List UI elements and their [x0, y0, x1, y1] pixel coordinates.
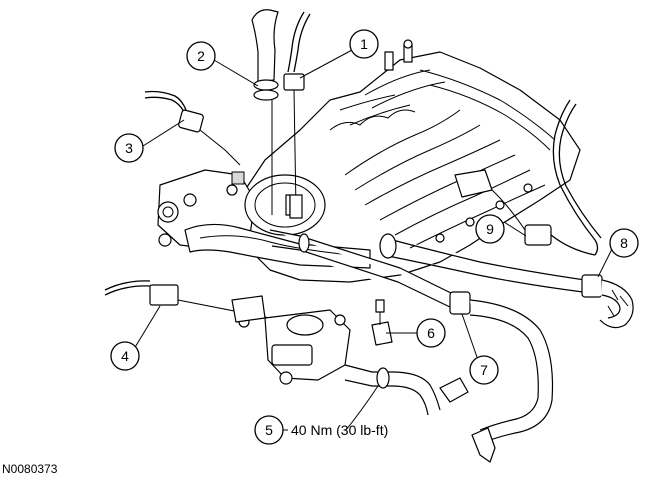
egr-tube	[344, 364, 469, 416]
callout-2: 2	[186, 41, 216, 71]
torque-spec-label: 40 Nm (30 lb-ft)	[291, 422, 389, 438]
egr-valve	[231, 295, 351, 385]
callout-7: 7	[469, 355, 499, 385]
callout-number: 8	[620, 235, 628, 251]
vacuum-hose-7	[269, 229, 554, 463]
callout-9: 9	[475, 214, 505, 244]
callout-6: 6	[416, 318, 446, 348]
callout-8: 8	[609, 228, 639, 258]
sensor-connector-4	[104, 280, 271, 319]
callout-number: 9	[486, 221, 494, 237]
callout-number: 7	[480, 362, 488, 378]
vacuum-hose-8	[379, 233, 634, 329]
figure-id: N0080373	[2, 462, 58, 476]
callout-number: 6	[427, 325, 435, 341]
callout-5: 5	[254, 415, 284, 445]
leader-lines	[133, 49, 613, 431]
sensor-connector-9	[491, 99, 602, 256]
callout-number: 2	[197, 48, 205, 64]
sensor-connector-1	[283, 11, 311, 219]
callout-1: 1	[349, 29, 379, 59]
callout-number: 4	[121, 348, 129, 364]
callout-4: 4	[110, 341, 140, 371]
callout-3: 3	[114, 133, 144, 163]
bolt-6	[371, 299, 393, 346]
callout-number: 3	[125, 140, 133, 156]
callout-number: 5	[265, 422, 273, 438]
hose-fitting-2	[251, 9, 279, 215]
sensor-connector-3	[144, 90, 245, 185]
callout-number: 1	[360, 36, 368, 52]
